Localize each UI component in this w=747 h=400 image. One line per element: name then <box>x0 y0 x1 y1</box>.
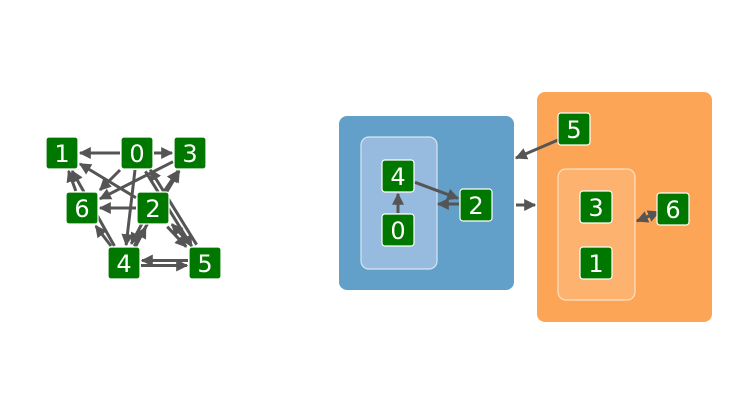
node-box <box>136 191 170 225</box>
node-box <box>459 188 493 222</box>
left-node-6[interactable]: 6 <box>65 191 99 225</box>
node-label: 4 <box>390 163 405 191</box>
edge-3-to-6 <box>98 160 174 201</box>
node-box <box>173 136 207 170</box>
node-box <box>188 246 222 280</box>
left-node-0[interactable]: 0 <box>120 136 154 170</box>
edge-5-to-2 <box>170 223 192 246</box>
node-label: 2 <box>468 192 483 220</box>
node-label: 2 <box>145 195 160 223</box>
left-node-2[interactable]: 2 <box>136 191 170 225</box>
edge-6-to-orange-inner-group <box>635 210 660 223</box>
node-label: 1 <box>54 140 69 168</box>
node-label: 5 <box>566 116 581 144</box>
left-node-4[interactable]: 4 <box>107 246 141 280</box>
node-box <box>557 112 591 146</box>
node-label: 5 <box>197 250 212 278</box>
node-label: 6 <box>74 195 89 223</box>
edge-5-to-0 <box>148 168 198 246</box>
node-box <box>579 246 613 280</box>
right-node-6[interactable]: 6 <box>656 192 690 226</box>
node-label: 4 <box>116 250 131 278</box>
node-label: 3 <box>182 140 197 168</box>
left-node-1[interactable]: 1 <box>45 136 79 170</box>
right-node-2[interactable]: 2 <box>459 188 493 222</box>
right-node-5[interactable]: 5 <box>557 112 591 146</box>
right-graph: 4 0 2 5 3 1 6 <box>339 92 712 322</box>
node-label: 6 <box>665 196 680 224</box>
right-node-1[interactable]: 1 <box>579 246 613 280</box>
node-box <box>120 136 154 170</box>
node-label: 0 <box>129 140 144 168</box>
left-graph-nodes: 1 0 3 6 24 5 <box>45 136 222 280</box>
edge-5-to-blue-group <box>514 138 559 160</box>
node-label: 0 <box>390 217 405 245</box>
left-node-5[interactable]: 5 <box>188 246 222 280</box>
orange-inner-group[interactable] <box>557 168 636 301</box>
node-label: 3 <box>588 194 603 222</box>
left-node-3[interactable]: 3 <box>173 136 207 170</box>
node-box <box>45 136 79 170</box>
edge-4-to-2 <box>414 180 460 201</box>
node-box <box>579 190 613 224</box>
right-node-3[interactable]: 3 <box>579 190 613 224</box>
edge-4-to-6 <box>94 225 113 247</box>
node-box <box>656 192 690 226</box>
node-box <box>381 159 415 193</box>
node-label: 1 <box>588 250 603 278</box>
node-box <box>65 191 99 225</box>
right-graph-nodes: 4 0 2 5 3 1 6 <box>381 112 690 280</box>
edge-2-to-5 <box>166 225 188 248</box>
right-node-0[interactable]: 0 <box>381 213 415 247</box>
edge-0-to-6 <box>98 168 122 192</box>
edge-2-to-1 <box>78 162 137 200</box>
left-graph: 1 0 3 6 24 5 <box>45 136 222 280</box>
node-box <box>381 213 415 247</box>
right-graph-edges <box>392 138 661 223</box>
node-box <box>107 246 141 280</box>
right-node-4[interactable]: 4 <box>381 159 415 193</box>
